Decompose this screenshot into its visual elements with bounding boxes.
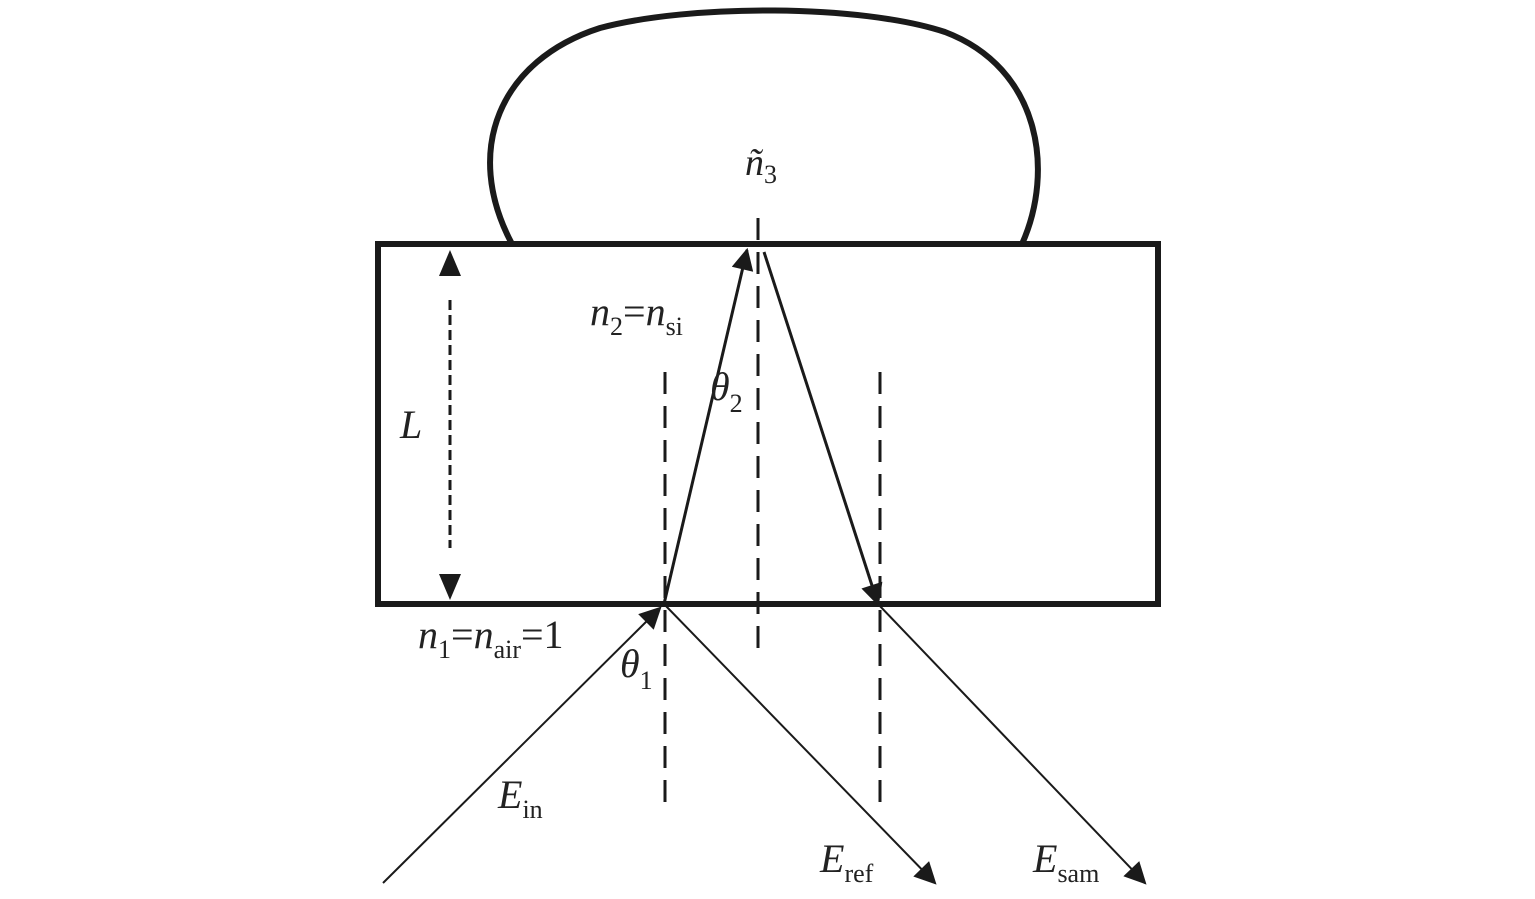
thickness-arrowhead-top: [439, 250, 461, 276]
label-n1: n1=nair=1: [418, 612, 564, 664]
label-e-ref: Eref: [819, 836, 874, 888]
label-theta1: θ1: [620, 641, 653, 695]
reference-ray: [663, 603, 937, 885]
sample-ray: [877, 603, 1147, 885]
label-n3: ñ3: [745, 142, 777, 189]
thickness-arrowhead-bottom: [439, 574, 461, 600]
refracted-ray: [662, 247, 754, 605]
label-n2: n2=nsi: [590, 289, 683, 341]
label-e-in: Ein: [497, 772, 543, 824]
label-thickness-L: L: [399, 402, 422, 447]
label-e-sam: Esam: [1032, 836, 1099, 888]
incident-ray: [382, 606, 662, 884]
internal-reflected-ray: [762, 251, 883, 607]
label-theta2: θ2: [710, 364, 743, 418]
sample-droplet: [487, 7, 1041, 246]
silicon-slab: [375, 241, 1161, 607]
